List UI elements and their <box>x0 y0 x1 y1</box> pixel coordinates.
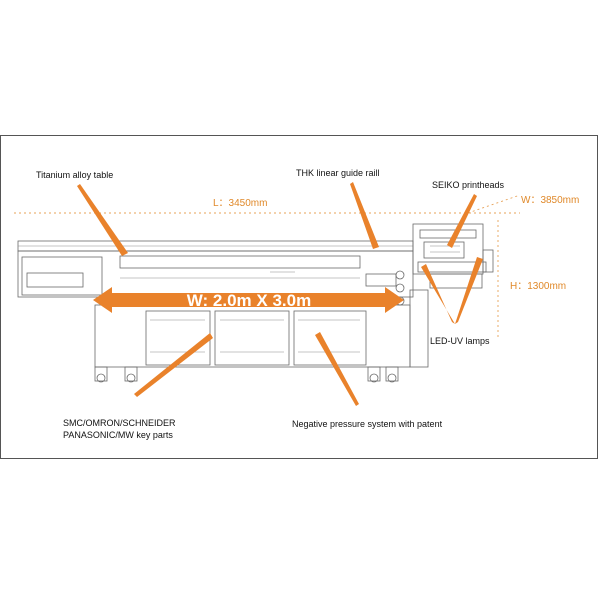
width-dimension-line <box>467 194 521 214</box>
printheads-label: SEIKO printheads <box>432 180 505 190</box>
annotation-pointers <box>77 182 483 406</box>
width-dimension-label: W：3850mm <box>521 195 579 206</box>
key-parts-label-line1: SMC/OMRON/SCHNEIDER <box>63 418 176 428</box>
height-dimension-label: H：1300mm <box>510 281 566 292</box>
key-parts-label-line2: PANASONIC/MW key parts <box>63 430 173 440</box>
negative-pressure-label: Negative pressure system with patent <box>292 419 443 429</box>
printer-machine-drawing <box>17 223 494 383</box>
titanium-table-label: Titanium alloy table <box>36 170 113 180</box>
print-area-label: W: 2.0m X 3.0m <box>187 291 311 310</box>
length-dimension-label: L：3450mm <box>213 198 267 209</box>
print-area-arrow <box>93 287 404 313</box>
led-uv-label: LED-UV lamps <box>430 336 490 346</box>
guide-rail-label: THK linear guide raill <box>296 168 380 178</box>
